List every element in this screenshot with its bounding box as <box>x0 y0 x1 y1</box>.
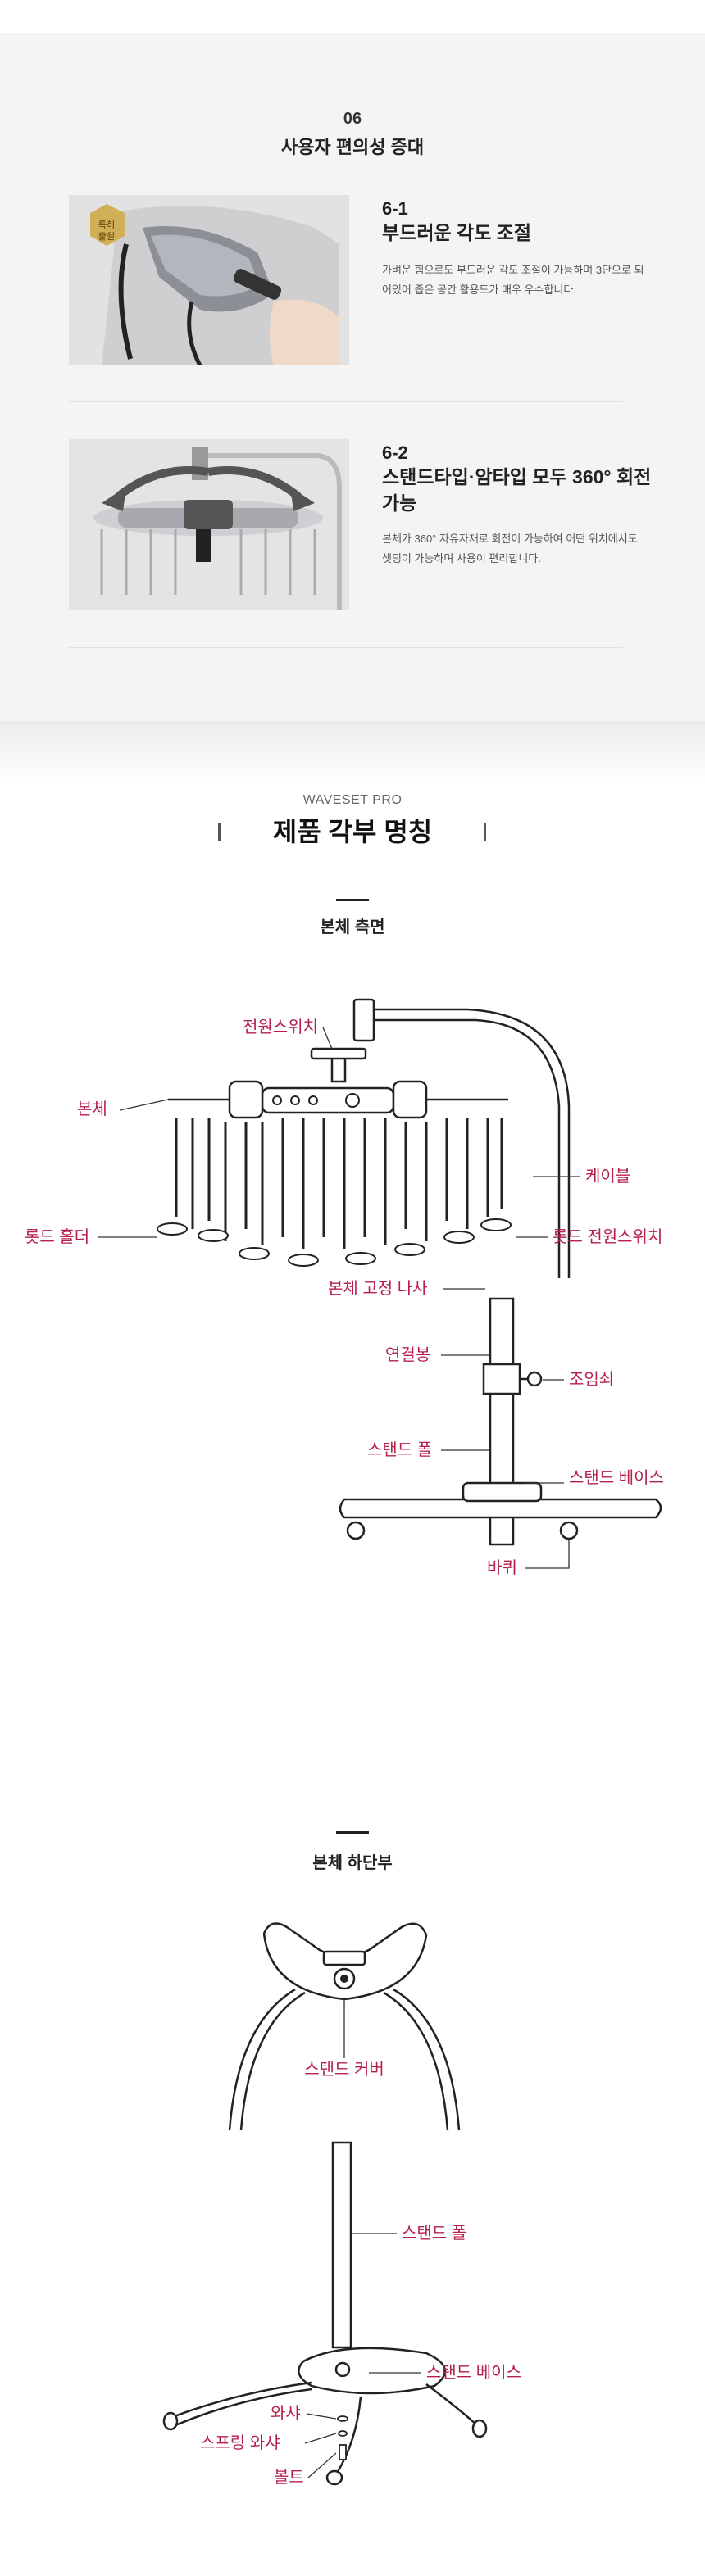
title-tick-left <box>218 823 221 841</box>
label-power-switch: 전원스위치 <box>243 1018 318 1036</box>
side-view-diagram: 전원스위치 본체 케이블 롯드 홀더 롯드 전원스위치 본체 고정 나사 연결봉… <box>25 998 664 1577</box>
parts-title: 제품 각부 명칭 <box>272 817 433 846</box>
feature-number: 6-1 <box>382 198 408 219</box>
label-rod-holder: 롯드 홀더 <box>25 1227 89 1246</box>
feature-title: 스탠드타입·암타입 모두 360° 회전가능 <box>382 466 652 514</box>
rotation-photo <box>69 439 349 610</box>
brand-label: WAVESET PRO <box>302 793 403 807</box>
usability-section: 06 사용자 편의성 증대 특허 출원 6-1 부드러운 각도 조절 가벼운 힘… <box>0 0 705 721</box>
feature-number: 6-2 <box>382 442 408 463</box>
feature-title: 부드러운 각도 조절 <box>382 222 532 243</box>
label-washer: 와샤 <box>271 2404 301 2423</box>
side-view-title: 본체 측면 <box>320 918 385 937</box>
label-spring-washer: 스프링 와샤 <box>200 2433 280 2452</box>
label-fix-screw: 본체 고정 나사 <box>328 1279 428 1298</box>
label-wheel: 바퀴 <box>487 1558 517 1577</box>
title-tick-right <box>484 823 486 841</box>
section-title: 사용자 편의성 증대 <box>280 137 425 157</box>
section-number: 06 <box>343 110 362 128</box>
label-stand-base: 스탠드 베이스 <box>426 2363 521 2382</box>
label-stand-pole: 스탠드 폴 <box>367 1440 432 1459</box>
label-body: 본체 <box>77 1100 107 1118</box>
divider <box>69 647 623 648</box>
label-cable: 케이블 <box>585 1167 630 1186</box>
patent-badge-line1: 특허 <box>98 220 115 230</box>
subtitle-bar <box>336 1831 369 1834</box>
label-stand-pole: 스탠드 폴 <box>402 2224 466 2243</box>
label-bolt: 볼트 <box>274 2468 304 2487</box>
section-gradient <box>0 721 705 787</box>
bottom-view-title: 본체 하단부 <box>312 1854 393 1872</box>
feature-description: 본체가 360° 자유자재로 회전이 가능하여 어떤 위치에서도 셋팅이 가능하… <box>382 533 638 565</box>
subtitle-bar <box>336 899 369 901</box>
label-stand-cover: 스탠드 커버 <box>304 2060 384 2079</box>
angle-adjust-photo: 특허 출원 <box>69 195 349 365</box>
patent-badge-line2: 출원 <box>98 231 115 242</box>
bottom-view-diagram: 스탠드 커버 스탠드 폴 스탠드 베이스 와샤 스프링 와샤 볼트 <box>162 1922 521 2487</box>
label-rod-power-switch: 롯드 전원스위치 <box>553 1227 662 1246</box>
label-locking-screw: 조임쇠 <box>569 1370 614 1389</box>
label-connecting-rod: 연결봉 <box>385 1345 430 1364</box>
divider <box>69 401 623 402</box>
label-stand-base: 스탠드 베이스 <box>569 1468 664 1487</box>
top-white-bar <box>0 0 705 33</box>
feature-description: 가벼운 힘으로도 부드러운 각도 조절이 가능하며 3단으로 되어있어 좁은 공… <box>382 264 644 296</box>
